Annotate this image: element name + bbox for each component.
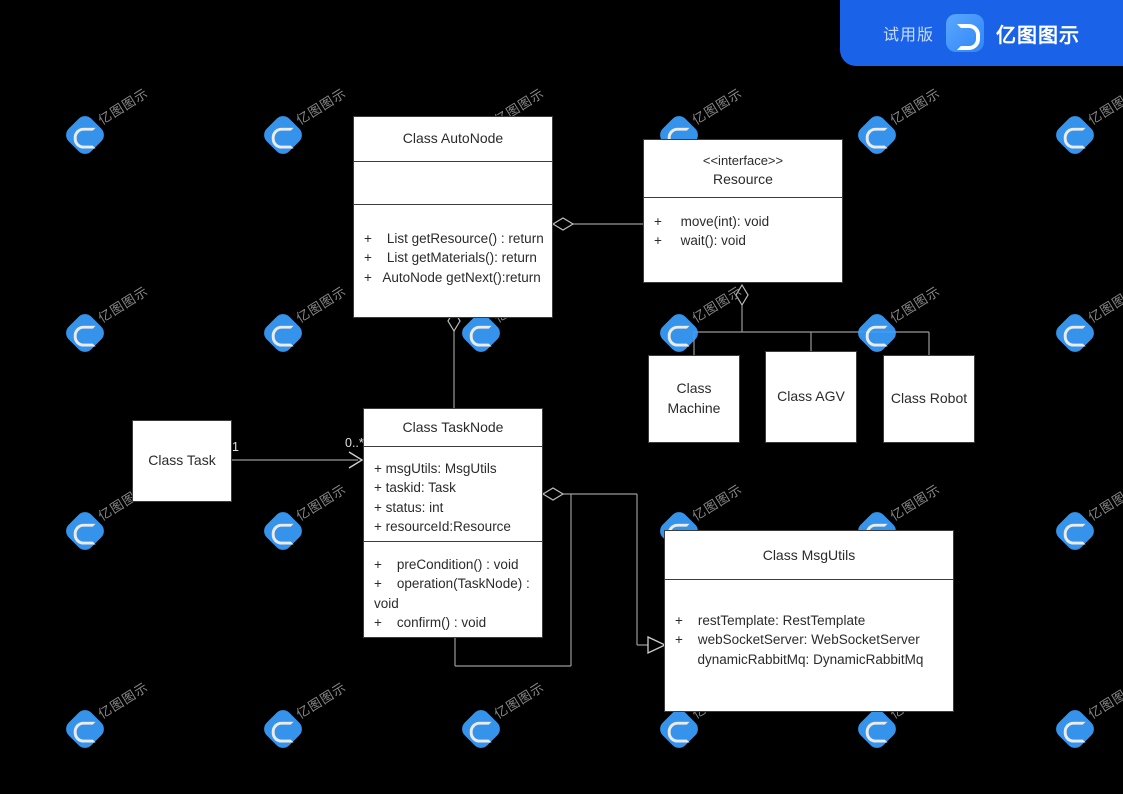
method-row: + List getResource() : return xyxy=(364,231,544,246)
method-row: + AutoNode getNext():return xyxy=(364,269,541,285)
edge-autonode-tasknode xyxy=(447,309,461,408)
method-row: + wait(): void xyxy=(654,233,746,249)
attribute-row: dynamicRabbitMq: DynamicRabbitMq xyxy=(675,651,924,667)
class-box-task[interactable]: Class Task xyxy=(132,420,232,502)
open-arrow-icon xyxy=(348,451,364,469)
class-title-machine: Class Machine xyxy=(667,380,721,416)
multiplicity-label-tasknode: 0..* xyxy=(345,436,364,450)
attribute-row: + taskid: Task xyxy=(374,480,456,496)
class-methods-autonode: + List getResource() : return + List get… xyxy=(354,204,552,317)
edge-resource-subclasses xyxy=(693,283,930,355)
class-box-machine[interactable]: Class Machine xyxy=(648,355,740,443)
aggregation-diamond-icon xyxy=(735,283,749,307)
class-title-task: Class Task xyxy=(148,452,216,469)
multiplicity-label-task: 1 xyxy=(232,440,239,454)
method-row: + operation(TaskNode) : void xyxy=(374,576,534,611)
triangle-arrow-icon xyxy=(647,635,667,655)
aggregation-diamond-icon xyxy=(541,487,565,501)
class-title-resource: <<interface>> Resource xyxy=(644,140,842,197)
class-title-tasknode: Class TaskNode xyxy=(402,419,504,435)
method-row: + List getMaterials(): return xyxy=(364,250,537,266)
brand-name-label: 亿图图示 xyxy=(996,22,1080,47)
method-row: + move(int): void xyxy=(654,214,770,229)
class-box-tasknode[interactable]: Class TaskNode + msgUtils: MsgUtils + ta… xyxy=(363,408,543,638)
edge-tasknode-msgutils xyxy=(541,487,667,655)
attribute-row: + resourceId:Resource xyxy=(374,519,511,535)
attribute-row: + status: int xyxy=(374,499,444,515)
edge-autonode-resource xyxy=(551,217,643,231)
class-attributes-autonode xyxy=(354,161,552,204)
edge-tasknode-self-loop xyxy=(454,494,572,667)
class-box-resource[interactable]: <<interface>> Resource + move(int): void… xyxy=(643,139,843,283)
class-title-agv: Class AGV xyxy=(777,388,845,405)
class-attributes-msgutils: + restTemplate: RestTemplate + webSocket… xyxy=(665,579,953,713)
class-methods-resource: + move(int): void + wait(): void xyxy=(644,197,842,283)
method-row: + confirm() : void xyxy=(374,615,487,631)
class-attributes-tasknode: + msgUtils: MsgUtils + taskid: Task + st… xyxy=(364,446,542,541)
method-row: + preCondition() : void xyxy=(374,557,519,572)
aggregation-diamond-icon xyxy=(551,217,575,231)
interface-name-label: Resource xyxy=(713,170,773,187)
trial-banner[interactable]: 试用版 亿图图示 xyxy=(840,0,1123,66)
attribute-row: + msgUtils: MsgUtils xyxy=(374,461,497,476)
attribute-row: + restTemplate: RestTemplate xyxy=(675,613,866,628)
class-title-msgutils: Class MsgUtils xyxy=(762,547,856,563)
class-box-agv[interactable]: Class AGV xyxy=(765,351,857,443)
edraw-logo-icon xyxy=(946,14,984,52)
class-title-autonode: Class AutoNode xyxy=(402,130,504,146)
edge-task-tasknode xyxy=(232,451,364,469)
trial-label: 试用版 xyxy=(882,25,934,44)
attribute-row: + webSocketServer: WebSocketServer xyxy=(675,632,920,648)
class-box-robot[interactable]: Class Robot xyxy=(883,355,975,443)
class-box-autonode[interactable]: Class AutoNode + List getResource() : re… xyxy=(353,116,553,318)
class-title-robot: Class Robot xyxy=(890,390,968,407)
class-methods-tasknode: + preCondition() : void + operation(Task… xyxy=(364,541,542,639)
class-box-msgutils[interactable]: Class MsgUtils + restTemplate: RestTempl… xyxy=(664,530,954,712)
stereotype-label: <<interface>> xyxy=(702,153,784,168)
